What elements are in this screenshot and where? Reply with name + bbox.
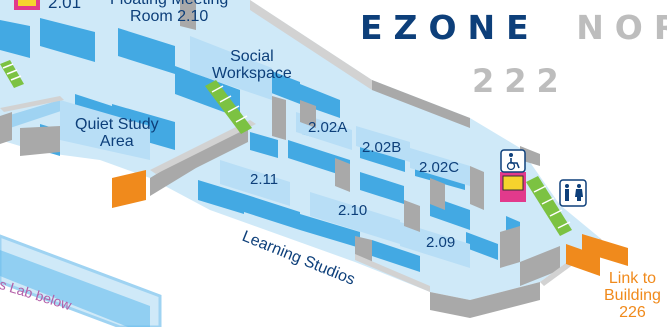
building-title: EZONE NORTH	[360, 8, 667, 47]
floating-meeting-line2: Room 2.10	[130, 8, 209, 25]
room-label-209: 2.09	[426, 234, 456, 251]
building-word-ezone: EZONE	[360, 8, 540, 47]
room-label-210: 2.10	[338, 202, 368, 219]
room-label-202c: 2.02C	[419, 159, 460, 176]
social-workspace-label: Social Workspace	[212, 48, 292, 82]
lift-icon	[14, 0, 526, 202]
walls	[0, 0, 560, 318]
floating-meeting-room-label: Floating Meeting Room 2.10	[110, 0, 228, 25]
room-label-201: 2.01	[48, 0, 82, 12]
link-line1: Link to	[608, 270, 657, 287]
link-to-building-label: Link to Building 226	[604, 270, 661, 321]
room-label-202b: 2.02B	[362, 139, 402, 156]
quiet-line1: Quiet Study	[75, 116, 159, 133]
building-word-north: NORTH	[576, 8, 667, 47]
quiet-line2: Area	[99, 133, 134, 150]
link-line3: 226	[619, 304, 646, 321]
social-line1: Social	[230, 48, 274, 65]
orange-link-corridors	[112, 170, 628, 276]
building-number: 222	[472, 62, 569, 100]
link-line2: Building	[604, 287, 661, 304]
room-floors	[60, 36, 470, 268]
lab-below-glass	[0, 250, 150, 327]
accessible-toilet-icon	[500, 149, 526, 173]
toilets-icon	[559, 179, 587, 207]
quiet-study-area-label: Quiet Study Area	[75, 116, 159, 150]
room-label-211: 2.11	[250, 171, 279, 188]
floating-meeting-line1: Floating Meeting	[110, 0, 228, 8]
room-label-202a: 2.02A	[308, 119, 348, 136]
walkway-strip	[0, 100, 70, 128]
social-line2: Workspace	[212, 65, 292, 82]
